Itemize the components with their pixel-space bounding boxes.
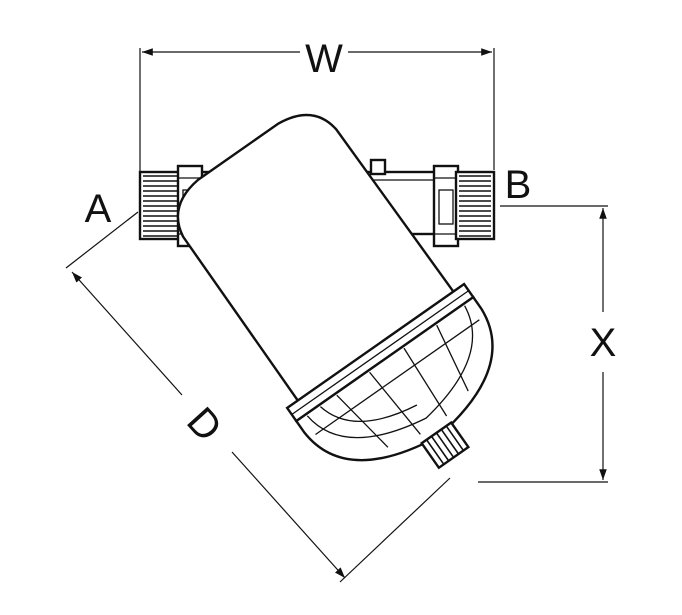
label-b: B — [505, 163, 532, 207]
dimension-w: W — [139, 37, 495, 236]
top-boss-right — [369, 158, 387, 176]
extension-line-d-top — [65, 211, 139, 269]
label-d: D — [178, 399, 230, 450]
dimension-line-d-bottom — [231, 451, 346, 579]
label-a: A — [85, 187, 112, 231]
label-x: X — [590, 321, 617, 365]
extension-line-d-bottom — [339, 477, 451, 583]
dimension-d: D — [65, 211, 451, 583]
outlet-thread — [432, 164, 496, 248]
filter-bowl — [176, 113, 494, 470]
dimension-line-d-top — [71, 271, 183, 396]
dimension-x: X — [478, 205, 617, 483]
label-w: W — [305, 37, 343, 81]
outlet-nut — [432, 164, 460, 248]
bowl-housing — [176, 113, 459, 408]
